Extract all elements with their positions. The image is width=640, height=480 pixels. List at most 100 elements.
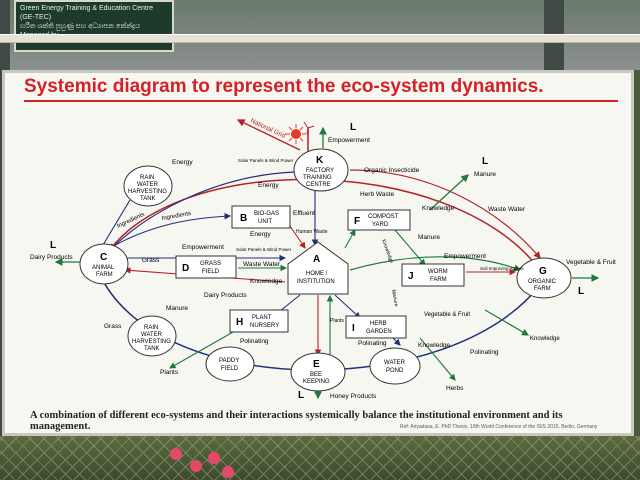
- flow-a-i: [334, 294, 361, 319]
- node-label: HARVESTING: [128, 189, 167, 195]
- node-label: HARVESTING: [132, 339, 171, 345]
- node-label: INSTITUTION: [297, 279, 335, 285]
- label-effluent: Effluent: [293, 210, 315, 217]
- node-rain-bottom: RAIN WATER HARVESTING TANK: [127, 315, 177, 357]
- node-e: E BEE KEEPING: [290, 352, 346, 392]
- label-knowledge: Knowledge: [418, 342, 451, 349]
- label-empowerment: Empowerment: [328, 137, 370, 144]
- label-energy: Energy: [258, 182, 279, 189]
- label-vegetable-fruit: Vegetable & Fruit: [424, 312, 470, 318]
- node-label: WORM: [428, 269, 448, 275]
- flow-i-herbs: [419, 337, 456, 381]
- label-knowledge: Knowledge: [380, 239, 394, 265]
- sign-line: (GE-TEC): [20, 14, 52, 21]
- label-polinating: Polinating: [470, 349, 499, 356]
- flow-rain-c: [99, 199, 131, 251]
- node-letter: C: [100, 252, 107, 263]
- node-f: F COMPOST YARD: [347, 209, 411, 231]
- label-l: L: [298, 390, 304, 401]
- wind-turbine-icon: [303, 121, 315, 152]
- node-label: NURSERY: [250, 323, 279, 329]
- wire-fence: [0, 436, 640, 480]
- node-letter: J: [408, 271, 414, 282]
- node-letter: F: [354, 216, 360, 227]
- node-letter: B: [240, 213, 247, 224]
- label-waste-water: Waste Water: [243, 261, 281, 268]
- node-letter: A: [313, 254, 320, 265]
- label-dairy-products: Dairy Products: [204, 292, 247, 299]
- flower: [208, 452, 220, 464]
- label-l: L: [50, 240, 56, 251]
- label-plants: Plants: [330, 318, 344, 324]
- label-solar-panels: Solar Panels & Wind Power: [236, 247, 292, 252]
- label-manure: Manure: [166, 305, 188, 312]
- node-letter: H: [236, 317, 243, 328]
- node-label: CENTRE: [306, 182, 331, 188]
- flow-national-grid: [236, 119, 301, 151]
- flower: [222, 466, 234, 478]
- node-label: BEE: [310, 372, 322, 378]
- label-herb-waste: Herb Waste: [360, 191, 394, 198]
- node-i: I HERB GARDEN: [345, 315, 407, 339]
- label-waste-water: Waste Water: [488, 206, 526, 213]
- sign-line: Green Energy Training & Education Centre: [20, 5, 154, 12]
- flow-a-f: [344, 229, 356, 249]
- node-letter: D: [182, 263, 189, 274]
- node-label: FACTORY: [306, 168, 334, 174]
- label-empowerment: Empowerment: [444, 253, 486, 260]
- loop-green-a-g: [349, 256, 522, 272]
- node-letter: E: [313, 359, 320, 370]
- node-label: RAIN: [144, 325, 158, 331]
- label-empowerment: Empowerment: [182, 244, 224, 251]
- label-herbs: Herbs: [446, 385, 464, 392]
- board-title: Systemic diagram to represent the eco-sy…: [24, 76, 544, 97]
- node-b: B BIO-GAS UNIT: [231, 205, 291, 229]
- flower: [190, 460, 202, 472]
- loop-k-c: [109, 171, 296, 251]
- flow-c-b: [109, 212, 232, 249]
- label-organic-insecticide: Organic Insecticide: [364, 167, 420, 174]
- node-k: K FACTORY TRAINING CENTRE: [293, 148, 349, 192]
- flower: [170, 448, 182, 460]
- label-energy: Energy: [250, 231, 271, 238]
- sign-line: හරිත ශක්ති පුහුණු සහ අධ්‍යාපන කේන්ද්‍රය: [20, 23, 141, 30]
- node-label: YARD: [372, 222, 389, 228]
- flow-b-a: [289, 225, 306, 249]
- loop-k-g: [349, 169, 541, 259]
- flow-g-knowledge: [484, 309, 530, 336]
- pipe: [0, 34, 640, 43]
- node-label: PADDY: [219, 358, 239, 364]
- label-knowledge: Knowledge: [530, 336, 560, 342]
- node-label: GARDEN: [366, 329, 392, 335]
- node-label: UNIT: [258, 219, 272, 225]
- flow-k-manure: [429, 174, 469, 211]
- label-l: L: [482, 156, 488, 167]
- node-g: G ORGANIC FARM: [516, 257, 572, 299]
- node-label: FARM: [430, 277, 447, 283]
- node-h: H PLANT NURSERY: [229, 309, 289, 333]
- label-plants: Plants: [160, 369, 179, 376]
- label-polinating: Polinating: [358, 340, 387, 347]
- node-label: FIELD: [221, 366, 239, 372]
- label-manure: Manure: [474, 171, 496, 178]
- node-label: GRASS: [200, 261, 221, 267]
- node-label: ORGANIC: [528, 279, 557, 285]
- garden-ground: [0, 436, 640, 480]
- label-l: L: [578, 286, 584, 297]
- label-soil-improving: Soil Improving Agents: [480, 266, 524, 271]
- title-underline: [24, 100, 618, 102]
- node-label: FARM: [96, 272, 113, 278]
- label-solar-panels: Solar Panels & Wind Power: [238, 158, 294, 163]
- label-grass: Grass: [142, 257, 160, 264]
- label-l: L: [350, 122, 356, 133]
- label-manure: Manure: [390, 289, 399, 307]
- node-label: FARM: [534, 286, 551, 292]
- label-knowledge: Knowledge: [250, 278, 283, 285]
- node-label: TRAINING: [303, 175, 332, 181]
- node-c: C ANIMAL FARM: [79, 243, 129, 285]
- label-grass: Grass: [104, 323, 122, 330]
- label-manure: Manure: [418, 234, 440, 241]
- node-label: ANIMAL: [92, 265, 115, 271]
